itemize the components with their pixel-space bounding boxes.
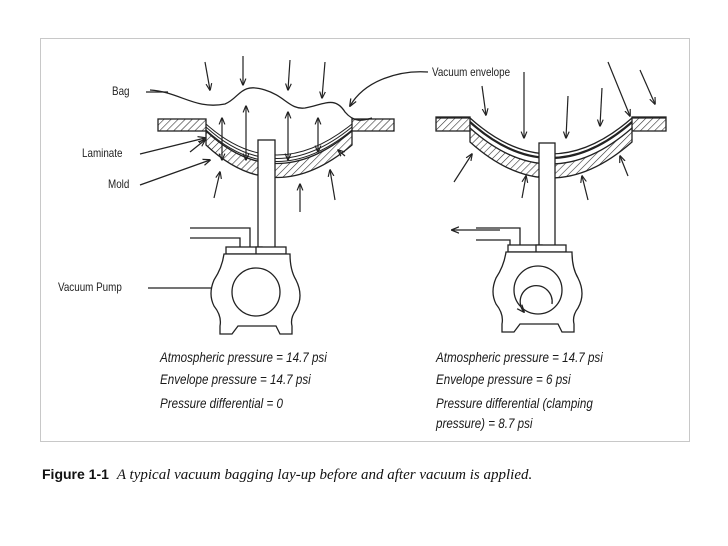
rotation-arrow [520, 285, 553, 312]
figure-frame [40, 38, 690, 442]
left-vacuum-pump [210, 246, 301, 335]
before-atmospheric-pressure: Atmospheric pressure = 14.7 psi [160, 350, 327, 365]
after-clamping-pressure: pressure) = 8.7 psi [436, 416, 533, 431]
left-flange-left [157, 118, 207, 132]
figure-caption: Figure 1-1 A typical vacuum bagging lay-u… [42, 466, 532, 484]
after-pressure-differential: Pressure differential (clamping [436, 396, 593, 411]
right-flange-right [631, 116, 667, 132]
vacuum-envelope-leader [350, 71, 429, 106]
before-pressure-differential: Pressure differential = 0 [160, 396, 283, 411]
mold-label: Mold [108, 177, 130, 191]
left-flange-right [351, 118, 395, 132]
laminate-leader [139, 138, 205, 155]
right-vacuum-pump [492, 244, 583, 333]
left-mold [205, 129, 353, 179]
after-atmospheric-pressure: Atmospheric pressure = 14.7 psi [436, 350, 603, 365]
left-bag [149, 87, 373, 121]
laminate-label: Laminate [82, 146, 123, 160]
right-mold [469, 126, 633, 179]
vacuum-pump-label: Vacuum Pump [58, 280, 122, 294]
bag-label: Bag [112, 84, 130, 98]
mold-leader [139, 160, 210, 186]
right-flange-left [435, 116, 471, 132]
after-envelope-pressure: Envelope pressure = 6 psi [436, 372, 571, 387]
left-vent-tube [257, 139, 276, 253]
before-envelope-pressure: Envelope pressure = 14.7 psi [160, 372, 311, 387]
right-vent-tube [538, 142, 556, 251]
vacuum-envelope-label: Vacuum envelope [432, 65, 511, 79]
figure-caption-text: A typical vacuum bagging lay-up before a… [116, 467, 533, 483]
figure-number: Figure 1-1 [42, 466, 109, 482]
right-pressure-arrows [453, 61, 655, 201]
